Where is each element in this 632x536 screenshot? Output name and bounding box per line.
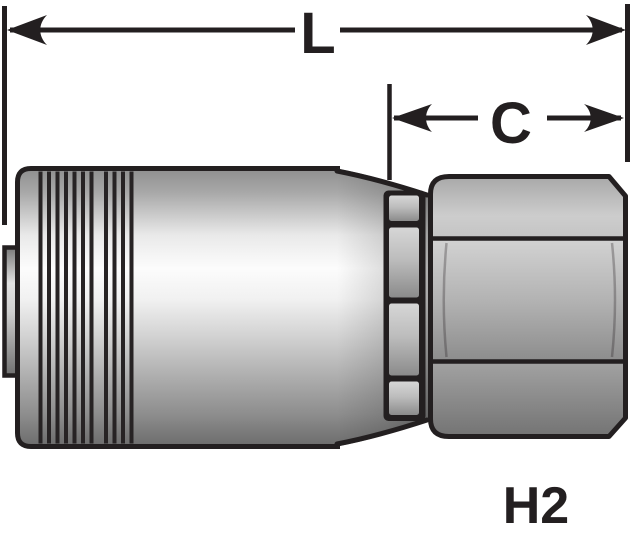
crimp-ribs [38, 171, 134, 444]
notch-facet [389, 195, 419, 221]
hex-nut-bottom-flat [430, 362, 626, 437]
notch-facet [389, 381, 419, 415]
collar-notches [383, 190, 426, 421]
dimension-c-label: C [490, 91, 532, 156]
part-code-label: H2 [503, 477, 569, 535]
hex-nut [428, 174, 628, 439]
dimension-c [387, 84, 624, 180]
rib-line [55, 171, 60, 444]
rib-line [129, 171, 134, 444]
taper-neck-bottom-outline [334, 417, 430, 447]
rib-line [104, 171, 108, 444]
crimp-shell [17, 168, 340, 447]
dimension-l [2, 4, 630, 225]
arrowhead-left-icon [7, 15, 47, 45]
notch-facet [389, 303, 419, 376]
coupling-body [2, 166, 628, 449]
hex-nut-outline [428, 174, 628, 439]
rib-line [38, 171, 43, 444]
hex-nut-middle-flat [430, 238, 626, 362]
rib-line [81, 171, 85, 444]
arrowhead-right-icon [586, 15, 626, 45]
rib-line [72, 171, 77, 444]
arrowhead-left-icon [392, 104, 432, 132]
hex-nut-right-chamfer-line [610, 242, 617, 358]
crimp-shell-outline [15, 166, 340, 449]
rib-line [47, 171, 51, 444]
rib-line [112, 171, 117, 444]
hex-nut-top-flat [430, 176, 626, 238]
arrowhead-right-icon [584, 104, 624, 132]
dimension-l-label: L [300, 1, 335, 66]
rib-line [89, 171, 94, 444]
notch-facet [389, 227, 419, 298]
rib-line [64, 171, 68, 444]
hex-nut-left-chamfer-line [442, 242, 448, 358]
rib-line [121, 171, 125, 444]
